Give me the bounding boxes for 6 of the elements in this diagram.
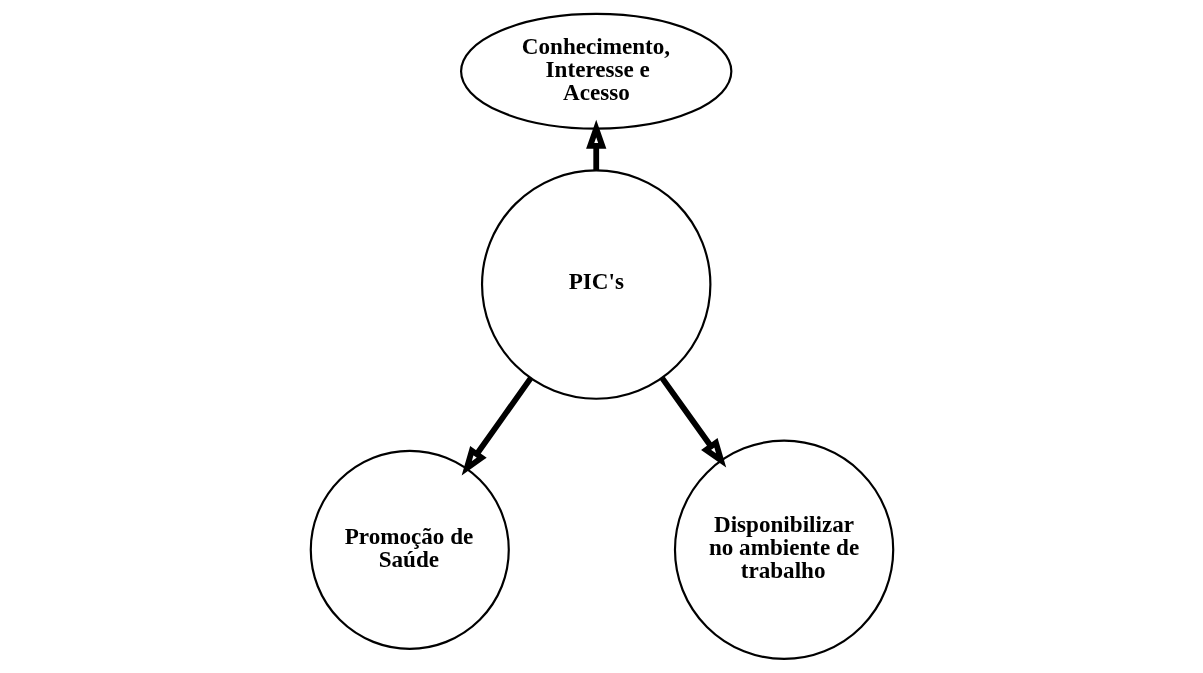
node-circle: Promoção de Saúde: [309, 449, 510, 650]
node-ellipse: Conhecimento, Interesse e Acesso: [459, 12, 732, 130]
arrow: [585, 119, 606, 171]
arrow: [659, 376, 726, 468]
node-circle: PIC's: [480, 169, 711, 400]
arrow: [461, 376, 533, 476]
